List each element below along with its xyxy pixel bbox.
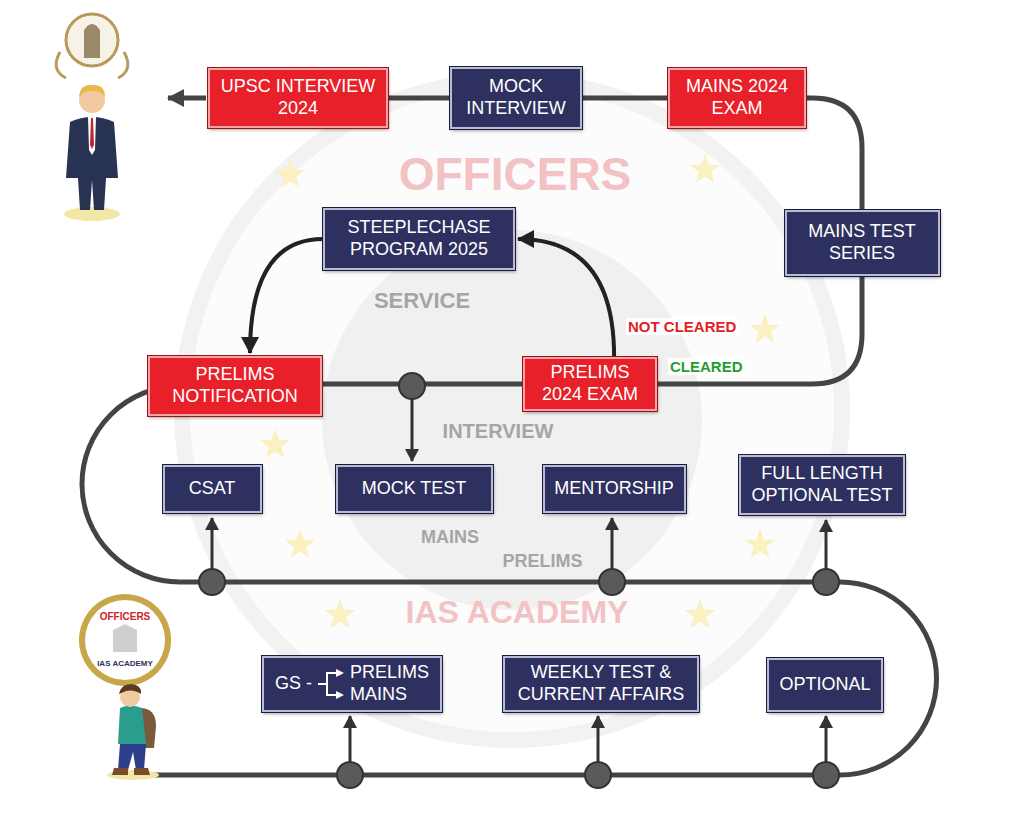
flow-arrow bbox=[250, 239, 323, 353]
watermark-text: INTERVIEW bbox=[436, 420, 560, 443]
watermark-star bbox=[260, 429, 290, 458]
program-box: MOCK TEST bbox=[336, 465, 493, 513]
program-box: CSAT bbox=[163, 465, 262, 513]
watermark-text: OFFICERS bbox=[392, 148, 638, 201]
exit-arrow bbox=[168, 96, 206, 101]
watermark-text: IAS ACADEMY bbox=[392, 594, 642, 631]
exam-box: PRELIMS 2024 EXAM bbox=[523, 357, 657, 411]
split-arrow bbox=[316, 662, 346, 706]
split-targets: PRELIMSMAINS bbox=[350, 662, 429, 705]
split-arrow-head bbox=[336, 691, 344, 699]
flow-arrow bbox=[518, 239, 614, 357]
track-dot bbox=[399, 373, 425, 399]
watermark-star bbox=[285, 529, 315, 558]
program-box: GS - PRELIMSMAINS bbox=[262, 656, 442, 712]
journey-track bbox=[82, 386, 937, 775]
watermark-core bbox=[322, 230, 702, 610]
program-box: WEEKLY TEST & CURRENT AFFAIRS bbox=[503, 656, 699, 712]
watermark-star bbox=[325, 599, 355, 628]
box-text: MAINS TEST SERIES bbox=[793, 221, 932, 264]
academy-badge bbox=[79, 594, 171, 686]
watermark-text: PRELIMS bbox=[495, 551, 590, 572]
student-figure bbox=[107, 684, 159, 780]
watermark-star bbox=[690, 154, 720, 183]
exam-box: MAINS 2024 EXAM bbox=[668, 68, 806, 128]
program-box: MAINS TEST SERIES bbox=[785, 210, 940, 276]
box-text: UPSC INTERVIEW 2024 bbox=[216, 76, 380, 119]
exam-box: PRELIMS NOTIFICATION bbox=[148, 356, 322, 416]
track-connector bbox=[582, 96, 668, 101]
split-arrow-head bbox=[336, 669, 344, 677]
watermark-star bbox=[745, 529, 775, 558]
box-text: MENTORSHIP bbox=[554, 478, 674, 500]
program-box: OPTIONAL bbox=[767, 658, 883, 712]
box-text: CSAT bbox=[189, 478, 236, 500]
box-text: WEEKLY TEST & CURRENT AFFAIRS bbox=[511, 662, 691, 705]
box-text: STEEPLECHASE PROGRAM 2025 bbox=[331, 217, 507, 260]
watermark-star bbox=[685, 599, 715, 628]
box-text: MOCK INTERVIEW bbox=[458, 76, 574, 119]
box-text: MAINS 2024 EXAM bbox=[676, 76, 798, 119]
program-box: MOCK INTERVIEW bbox=[450, 67, 582, 129]
track-connector bbox=[388, 96, 450, 101]
watermark-text: SERVICE bbox=[362, 288, 482, 313]
watermark-text: MAINS bbox=[410, 527, 490, 548]
box-text: GS - bbox=[275, 673, 312, 695]
split-arrow-line bbox=[318, 673, 337, 695]
watermark-star bbox=[275, 159, 305, 188]
track-connector bbox=[806, 98, 862, 210]
box-text: MOCK TEST bbox=[362, 478, 467, 500]
exam-box: UPSC INTERVIEW 2024 bbox=[208, 68, 388, 128]
watermark-star bbox=[750, 314, 780, 343]
badge-text: OFFICERS bbox=[85, 611, 165, 623]
box-text: PRELIMS 2024 EXAM bbox=[531, 362, 649, 405]
box-text: OPTIONAL bbox=[779, 674, 870, 696]
edge-label: NOT CLEARED bbox=[626, 318, 738, 335]
box-text: PRELIMS bbox=[350, 662, 429, 684]
box-text: PRELIMS NOTIFICATION bbox=[156, 364, 314, 407]
badge-text: IAS ACADEMY bbox=[85, 659, 165, 668]
officer-figure bbox=[56, 14, 128, 221]
program-box: FULL LENGTH OPTIONAL TEST bbox=[739, 455, 905, 515]
box-text: MAINS bbox=[350, 684, 407, 706]
box-text: FULL LENGTH OPTIONAL TEST bbox=[747, 463, 897, 506]
edge-label: CLEARED bbox=[668, 358, 745, 375]
track-dots bbox=[199, 569, 839, 788]
program-box: STEEPLECHASE PROGRAM 2025 bbox=[323, 208, 515, 270]
program-box: MENTORSHIP bbox=[543, 465, 686, 513]
stub-arrows bbox=[212, 399, 826, 762]
